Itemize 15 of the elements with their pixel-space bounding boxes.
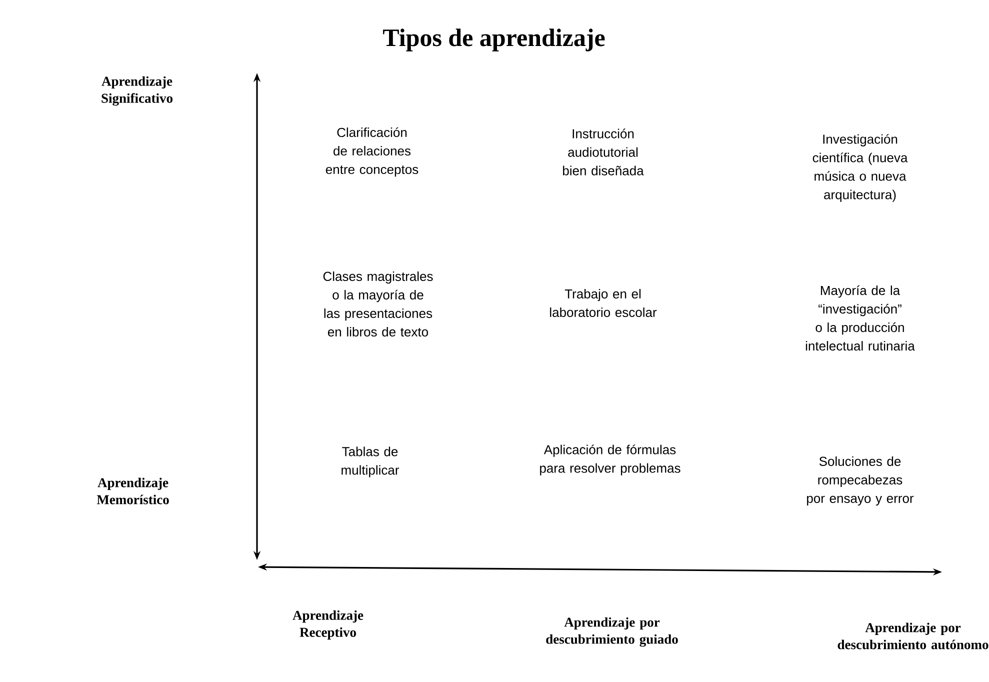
cell-text: Investigación científica (nueva música o nueva arquitectura): [812, 134, 908, 202]
axis-label: Aprendizaje Memorístico: [96, 478, 169, 504]
cell-text: Soluciones de rompecabezas por ensayo y error: [807, 456, 914, 506]
cell-text: Aplicación de fórmulas para resolver problemas: [540, 444, 680, 476]
cell-text: Mayoría de la “investigación” o la producción intelectual rutinaria: [806, 285, 915, 351]
cell-text: Clases magistrales o la mayoría de las presentaciones en libros de texto: [323, 271, 433, 337]
axis-label: Aprendizaje por descubrimiento guiado: [546, 617, 678, 647]
axis-label: Aprendizaje Significativo: [102, 76, 172, 106]
axis-label: Aprendizaje por descubrimiento autónomo: [838, 622, 988, 650]
axis-label: Aprendizaje Receptivo: [292, 610, 364, 640]
cell-text: Clarificación de relaciones entre conceptos: [326, 127, 418, 177]
cell-text: Instrucción audiotutorial bien diseñada: [563, 128, 644, 176]
cell-text: Tablas de multiplicar: [342, 446, 400, 478]
title: Tipos de aprendizaje: [383, 28, 605, 52]
cell-text: Trabajo en el laboratorio escolar: [550, 288, 657, 318]
